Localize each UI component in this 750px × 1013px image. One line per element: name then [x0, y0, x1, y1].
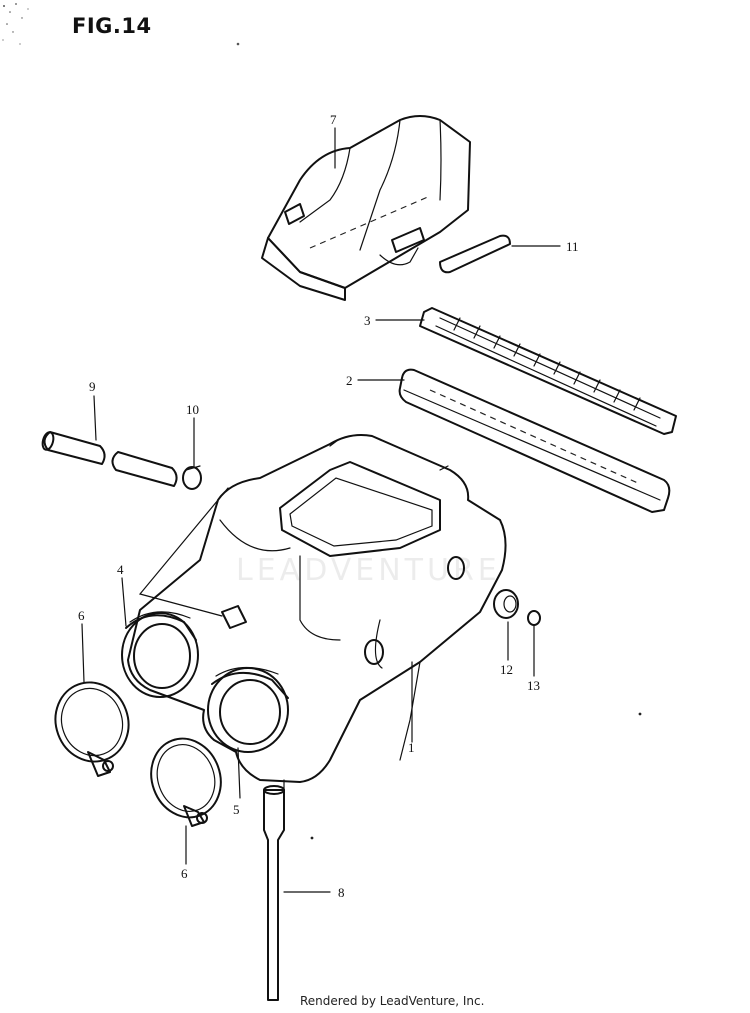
part-11-strap [439, 234, 511, 274]
callout-1: 1 [408, 740, 415, 755]
callout-3: 3 [364, 313, 371, 328]
part-2-filter-element [398, 368, 671, 513]
part-9-hose-b [111, 451, 178, 487]
part-6-clamp-lower [150, 737, 222, 827]
part-12-grommet [493, 589, 519, 619]
callout-12: 12 [500, 662, 513, 677]
callout-11: 11 [566, 239, 579, 254]
part-5-boot-right [207, 666, 289, 753]
footer-credit: Rendered by LeadVenture, Inc. [300, 994, 485, 1008]
leader-lines [81, 127, 561, 893]
part-9-hose-a [41, 431, 106, 465]
callout-labels: 7 11 3 2 9 10 4 6 5 6 8 1 12 13 [78, 112, 579, 900]
callout-5: 5 [233, 802, 240, 817]
part-10-clip [182, 465, 202, 490]
callout-6-upper: 6 [78, 608, 85, 623]
part-7-intake-cover [261, 115, 471, 301]
callout-4: 4 [117, 562, 124, 577]
callout-2: 2 [346, 373, 353, 388]
watermark-text: LEADVENTURE [236, 553, 501, 588]
callout-9: 9 [89, 379, 96, 394]
part-1-airbox [127, 434, 507, 791]
part-4-boot-left [121, 611, 199, 698]
callout-8: 8 [338, 885, 345, 900]
callout-7: 7 [330, 112, 337, 127]
figure-title: FIG.14 [72, 14, 152, 38]
part-6-clamp-upper [54, 681, 130, 777]
part-13-plug [527, 610, 541, 626]
part-3-filter-screen [419, 307, 677, 435]
callout-6-lower: 6 [181, 866, 188, 881]
scan-speckle [2, 3, 240, 46]
part-8-drain-tube [263, 785, 285, 1001]
callout-10: 10 [186, 402, 199, 417]
callout-13: 13 [527, 678, 540, 693]
